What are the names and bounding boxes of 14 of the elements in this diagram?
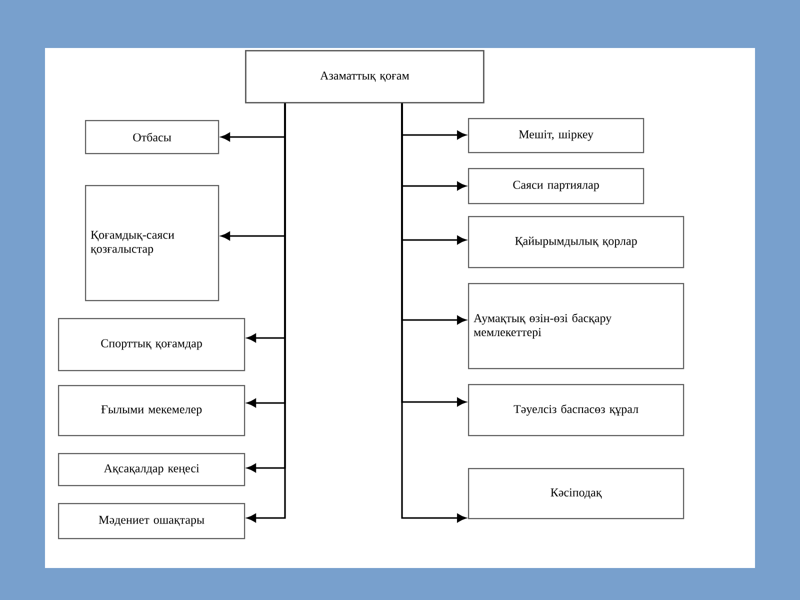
category-box: Тәуелсіз баспасөз құрал xyxy=(468,384,684,436)
category-box: Мешіт, шіркеу xyxy=(468,118,644,154)
category-box: Саяси партиялар xyxy=(468,168,644,204)
category-box: Ғылыми мекемелер xyxy=(58,385,246,436)
connector-arrow xyxy=(401,103,466,522)
category-box: Қайырымдылық қорлар xyxy=(468,216,684,268)
category-box: Ақсақалдар кеңесі xyxy=(58,453,246,486)
category-box: Отбасы xyxy=(85,120,220,154)
category-box: Аумақтық өзін-өзі басқару мемлекеттері xyxy=(468,283,684,370)
category-box: Қоғамдық-саяси қозғалыстар xyxy=(85,185,220,302)
category-box: Спорттық қоғамдар xyxy=(58,318,246,372)
category-box: Мәдениет ошақтары xyxy=(58,503,246,540)
category-box: Кәсіподақ xyxy=(468,468,684,520)
title-box: Азаматтық қоғам xyxy=(245,50,484,104)
